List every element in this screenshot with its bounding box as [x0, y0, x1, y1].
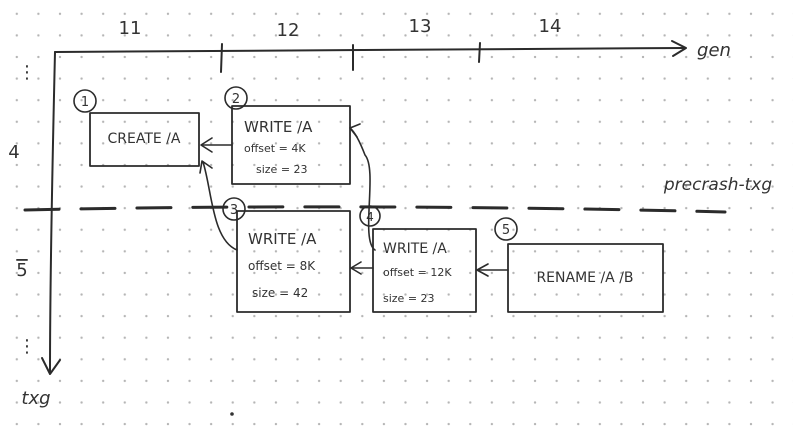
- y-tick-label-4: 4: [8, 142, 19, 163]
- dependency-arrows: [199, 123, 509, 277]
- node-2-line-2: offset = 4K: [244, 142, 306, 155]
- y-ellipsis: ⋮: [18, 336, 36, 357]
- node-4-line-2: offset = 12K: [383, 266, 452, 279]
- node-4-line-1: WRITE /A: [383, 241, 447, 257]
- arrow-3-to-1: [202, 161, 238, 251]
- node-4-line-3: size = 23: [383, 292, 435, 305]
- precrash-boundary-line: [23, 205, 727, 214]
- node-1-number: 1: [81, 95, 89, 110]
- node-2: 2 WRITE /A offset = 4K size = 23: [224, 86, 351, 185]
- node-1-line-1: CREATE /A: [108, 131, 181, 147]
- x-tick-label-13: 13: [409, 16, 432, 37]
- y-axis: [41, 51, 61, 375]
- node-3-line-3: size = 42: [252, 286, 308, 300]
- stray-dot: [230, 412, 234, 416]
- x-tick-label-12: 12: [277, 20, 300, 41]
- node-2-line-3: size = 23: [256, 163, 308, 176]
- node-5-number: 5: [502, 223, 510, 238]
- y-axis-label: txg: [21, 388, 50, 409]
- node-2-number: 2: [232, 92, 240, 107]
- node-3: 3 WRITE /A offset = 8K size = 42: [222, 197, 351, 313]
- x-tick-mark-14: [478, 42, 481, 63]
- x-axis: [54, 40, 687, 73]
- x-tick-label-11: 11: [119, 18, 142, 39]
- y-tick-label-5: 5: [16, 260, 27, 281]
- node-2-line-1: WRITE /A: [244, 118, 313, 136]
- node-5-line-1: RENAME /A /B: [536, 270, 633, 286]
- precrash-txg-label: precrash-txg: [663, 175, 772, 195]
- node-4-number: 4: [366, 210, 374, 224]
- x-tick-mark-12: [220, 43, 223, 73]
- node-3-line-2: offset = 8K: [248, 259, 316, 273]
- node-3-number: 3: [230, 203, 238, 218]
- arrow-4-to-2: [349, 127, 376, 251]
- node-5: 5 RENAME /A /B: [494, 217, 664, 313]
- x-tick-label-14: 14: [539, 16, 562, 37]
- x-axis-label: gen: [697, 40, 731, 61]
- node-4: 4 WRITE /A offset = 12K size = 23: [359, 205, 477, 313]
- node-3-line-1: WRITE /A: [248, 230, 317, 248]
- x-ellipsis: ⋮: [18, 62, 36, 83]
- node-1: 1 CREATE /A: [73, 89, 200, 167]
